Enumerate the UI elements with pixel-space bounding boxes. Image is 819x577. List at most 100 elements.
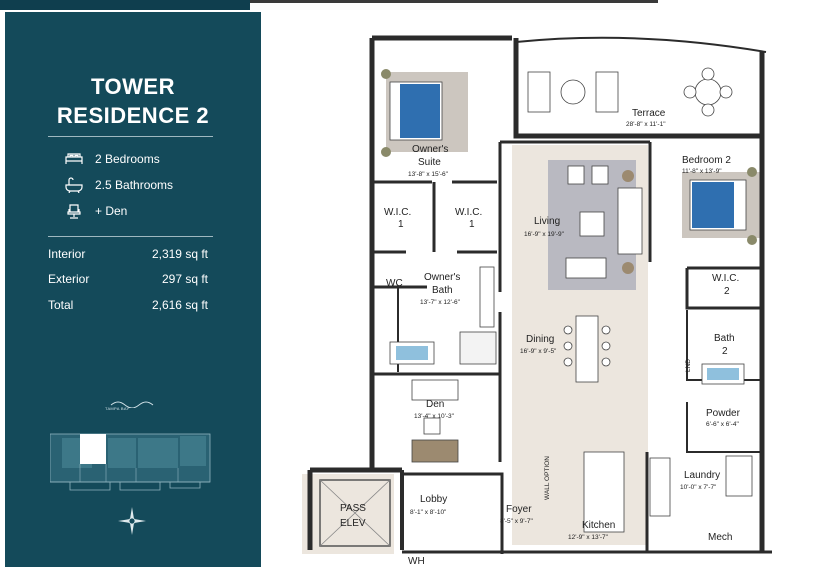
room-dims: 13'-8" x 15'-6" bbox=[408, 171, 449, 178]
room-dims: 8'-5" x 9'-7" bbox=[500, 518, 533, 525]
living-armchair bbox=[591, 165, 609, 185]
bathtub-water bbox=[707, 368, 739, 380]
room-label: Suite bbox=[418, 157, 441, 168]
room-label: Bedroom 2 bbox=[682, 155, 731, 166]
room-label: Den bbox=[426, 399, 444, 410]
coffee-table bbox=[579, 211, 605, 237]
room-label: 2 bbox=[724, 286, 730, 297]
dining-table bbox=[575, 315, 599, 383]
terrace-chair bbox=[701, 67, 715, 81]
room-label: WALL OPTION bbox=[544, 456, 551, 500]
top-divider bbox=[250, 0, 658, 3]
room-label: Dining bbox=[526, 334, 554, 345]
area-label: Exterior bbox=[48, 272, 90, 286]
room-label: W.I.C. bbox=[384, 207, 411, 218]
owners-bed-quilt bbox=[400, 84, 440, 138]
lamp-icon bbox=[381, 147, 391, 157]
divider bbox=[48, 236, 213, 237]
room-label: Powder bbox=[706, 408, 741, 419]
room-dims: 8'-1" x 8'-10" bbox=[410, 509, 447, 516]
owners-vanity bbox=[479, 266, 495, 328]
terrace-chair bbox=[719, 85, 733, 99]
room-dims: 16'-9" x 19'-9" bbox=[524, 231, 565, 238]
room-dims: 12'-9" x 13'-7" bbox=[568, 534, 609, 541]
compass-icon bbox=[118, 507, 146, 535]
kitchen-counter bbox=[649, 457, 671, 517]
room-dims: 13'-7" x 12'-6" bbox=[420, 299, 461, 306]
room-label: Owner's bbox=[412, 144, 448, 155]
area-label: Interior bbox=[48, 247, 86, 261]
terrace-chair bbox=[701, 103, 715, 117]
lamp-icon bbox=[747, 235, 757, 245]
room-dims: 11'-8" x 13'-9" bbox=[682, 168, 722, 175]
bathtub-water bbox=[396, 346, 428, 360]
living-loveseat bbox=[565, 257, 607, 279]
area-value: 2,616 sq ft bbox=[151, 298, 208, 312]
dining-chairs bbox=[563, 325, 611, 367]
residence-title-line2: RESIDENCE 2 bbox=[56, 103, 210, 128]
den-sofa bbox=[411, 379, 459, 401]
room-label: ELEV bbox=[340, 518, 366, 529]
lamp-icon bbox=[747, 167, 757, 177]
divider bbox=[48, 136, 213, 137]
terrace-chair bbox=[683, 85, 697, 99]
area-value: 297 sq ft bbox=[161, 272, 208, 286]
room-label: Bath bbox=[432, 285, 453, 296]
tampa-bay-logo-icon bbox=[110, 401, 154, 408]
room-dims: 10'-0" x 7'-7" bbox=[680, 484, 717, 491]
terrace-side-table bbox=[560, 79, 586, 105]
side-table-icon bbox=[622, 170, 634, 182]
room-dims: 28'-8" x 11'-1" bbox=[626, 121, 666, 128]
den-game-table bbox=[423, 417, 441, 435]
room-label: PASS bbox=[340, 503, 366, 514]
info-panel: TOWER RESIDENCE 2 2 Bedrooms 2.5 Bathroo… bbox=[5, 12, 261, 567]
room-label: 1 bbox=[469, 219, 475, 230]
room-dims: 16'-9" x 9'-5" bbox=[520, 348, 557, 355]
laundry-machines bbox=[725, 455, 753, 497]
residence-title-line1: TOWER bbox=[91, 74, 175, 99]
key-plan bbox=[50, 433, 211, 491]
terrace-lounger bbox=[527, 71, 551, 113]
room-label: 2 bbox=[722, 346, 728, 357]
living-sofa bbox=[617, 187, 643, 255]
feature-label: + Den bbox=[95, 204, 128, 218]
room-label: Lobby bbox=[420, 494, 447, 505]
terrace-dining-table bbox=[694, 78, 722, 106]
feature-label: 2.5 Bathrooms bbox=[95, 178, 174, 192]
room-label: Kitchen bbox=[582, 520, 615, 531]
room-label: Bath bbox=[714, 333, 735, 344]
elevator-cross bbox=[319, 479, 391, 547]
room-label: Laundry bbox=[684, 470, 720, 481]
owners-shower bbox=[459, 331, 497, 365]
bathtub-icon bbox=[65, 177, 83, 193]
feature-label: 2 Bedrooms bbox=[95, 152, 160, 166]
room-dims: 13'-4" x 10'-3" bbox=[414, 413, 455, 420]
area-value: 2,319 sq ft bbox=[151, 247, 208, 261]
den-console bbox=[411, 439, 459, 463]
room-label: WC bbox=[386, 278, 403, 289]
floor-plan: Owner's Suite 13'-8" x 15'-6" Terrace 28… bbox=[302, 35, 772, 567]
room-label: WH bbox=[408, 556, 425, 567]
side-table-icon bbox=[622, 262, 634, 274]
room-label: LND bbox=[685, 359, 692, 372]
walls bbox=[307, 35, 772, 554]
lamp-icon bbox=[381, 69, 391, 79]
elevator-floor bbox=[302, 474, 394, 554]
terrace-lounger bbox=[595, 71, 619, 113]
room-label: Mech bbox=[708, 532, 732, 543]
bed-icon bbox=[65, 153, 83, 164]
area-label: Total bbox=[48, 298, 74, 312]
bedroom2-bed-quilt bbox=[692, 182, 734, 228]
room-label: Foyer bbox=[506, 504, 532, 515]
tampa-bay-logo-text: TAMPA BAY bbox=[105, 406, 130, 411]
kitchen-island bbox=[583, 451, 625, 533]
room-label: W.I.C. bbox=[712, 273, 739, 284]
room-label: W.I.C. bbox=[455, 207, 482, 218]
room-label: Living bbox=[534, 216, 560, 227]
elevator-shaft bbox=[319, 479, 391, 547]
room-label: 1 bbox=[398, 219, 404, 230]
room-label: Owner's bbox=[424, 272, 460, 283]
top-bar bbox=[0, 0, 250, 10]
living-armchair bbox=[567, 165, 585, 185]
chair-icon bbox=[67, 204, 81, 219]
